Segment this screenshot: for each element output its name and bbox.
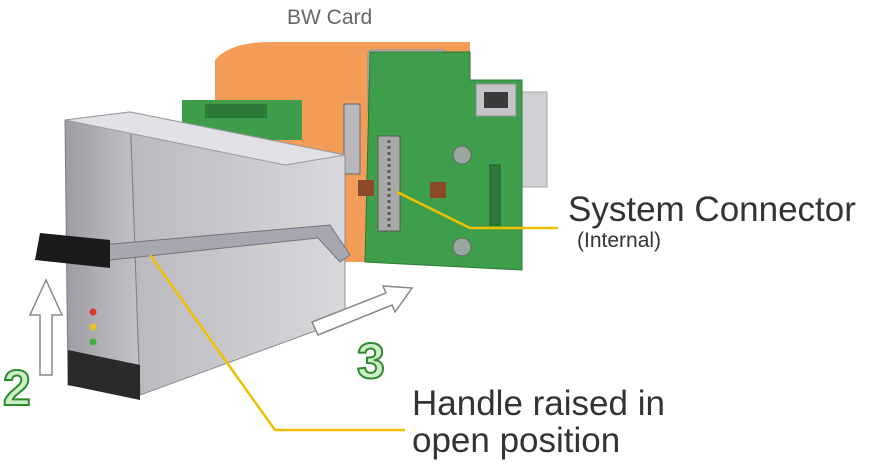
system-connector-label: System Connector (568, 190, 856, 229)
card-title: BW Card (287, 6, 373, 29)
standoff-bottom (452, 237, 472, 257)
led-red (89, 308, 97, 316)
handle-leader (148, 254, 405, 432)
standoff-top (452, 145, 472, 165)
handle-grip (35, 233, 110, 268)
ethernet-jack-port (484, 92, 508, 108)
system-connector-sublabel: (Internal) (577, 229, 662, 252)
system-connector-leader (396, 190, 558, 230)
enclosure-top (64, 111, 346, 166)
step-2-number: 2 (3, 360, 31, 416)
component-a (358, 180, 374, 196)
enclosure-foot (68, 350, 140, 400)
handle-label-line1: Handle raised in (412, 384, 665, 423)
step2-arrow (28, 278, 64, 376)
left-board-header (205, 104, 267, 118)
step3-arrow (310, 285, 414, 336)
side-rail (521, 91, 548, 188)
step-3-number: 3 (357, 333, 385, 389)
led-yellow (89, 323, 97, 331)
handle-label-line2: open position (412, 421, 621, 460)
led-green (89, 338, 97, 346)
component-b (430, 182, 446, 198)
pin-header (489, 164, 501, 226)
middle-connector (343, 103, 361, 175)
